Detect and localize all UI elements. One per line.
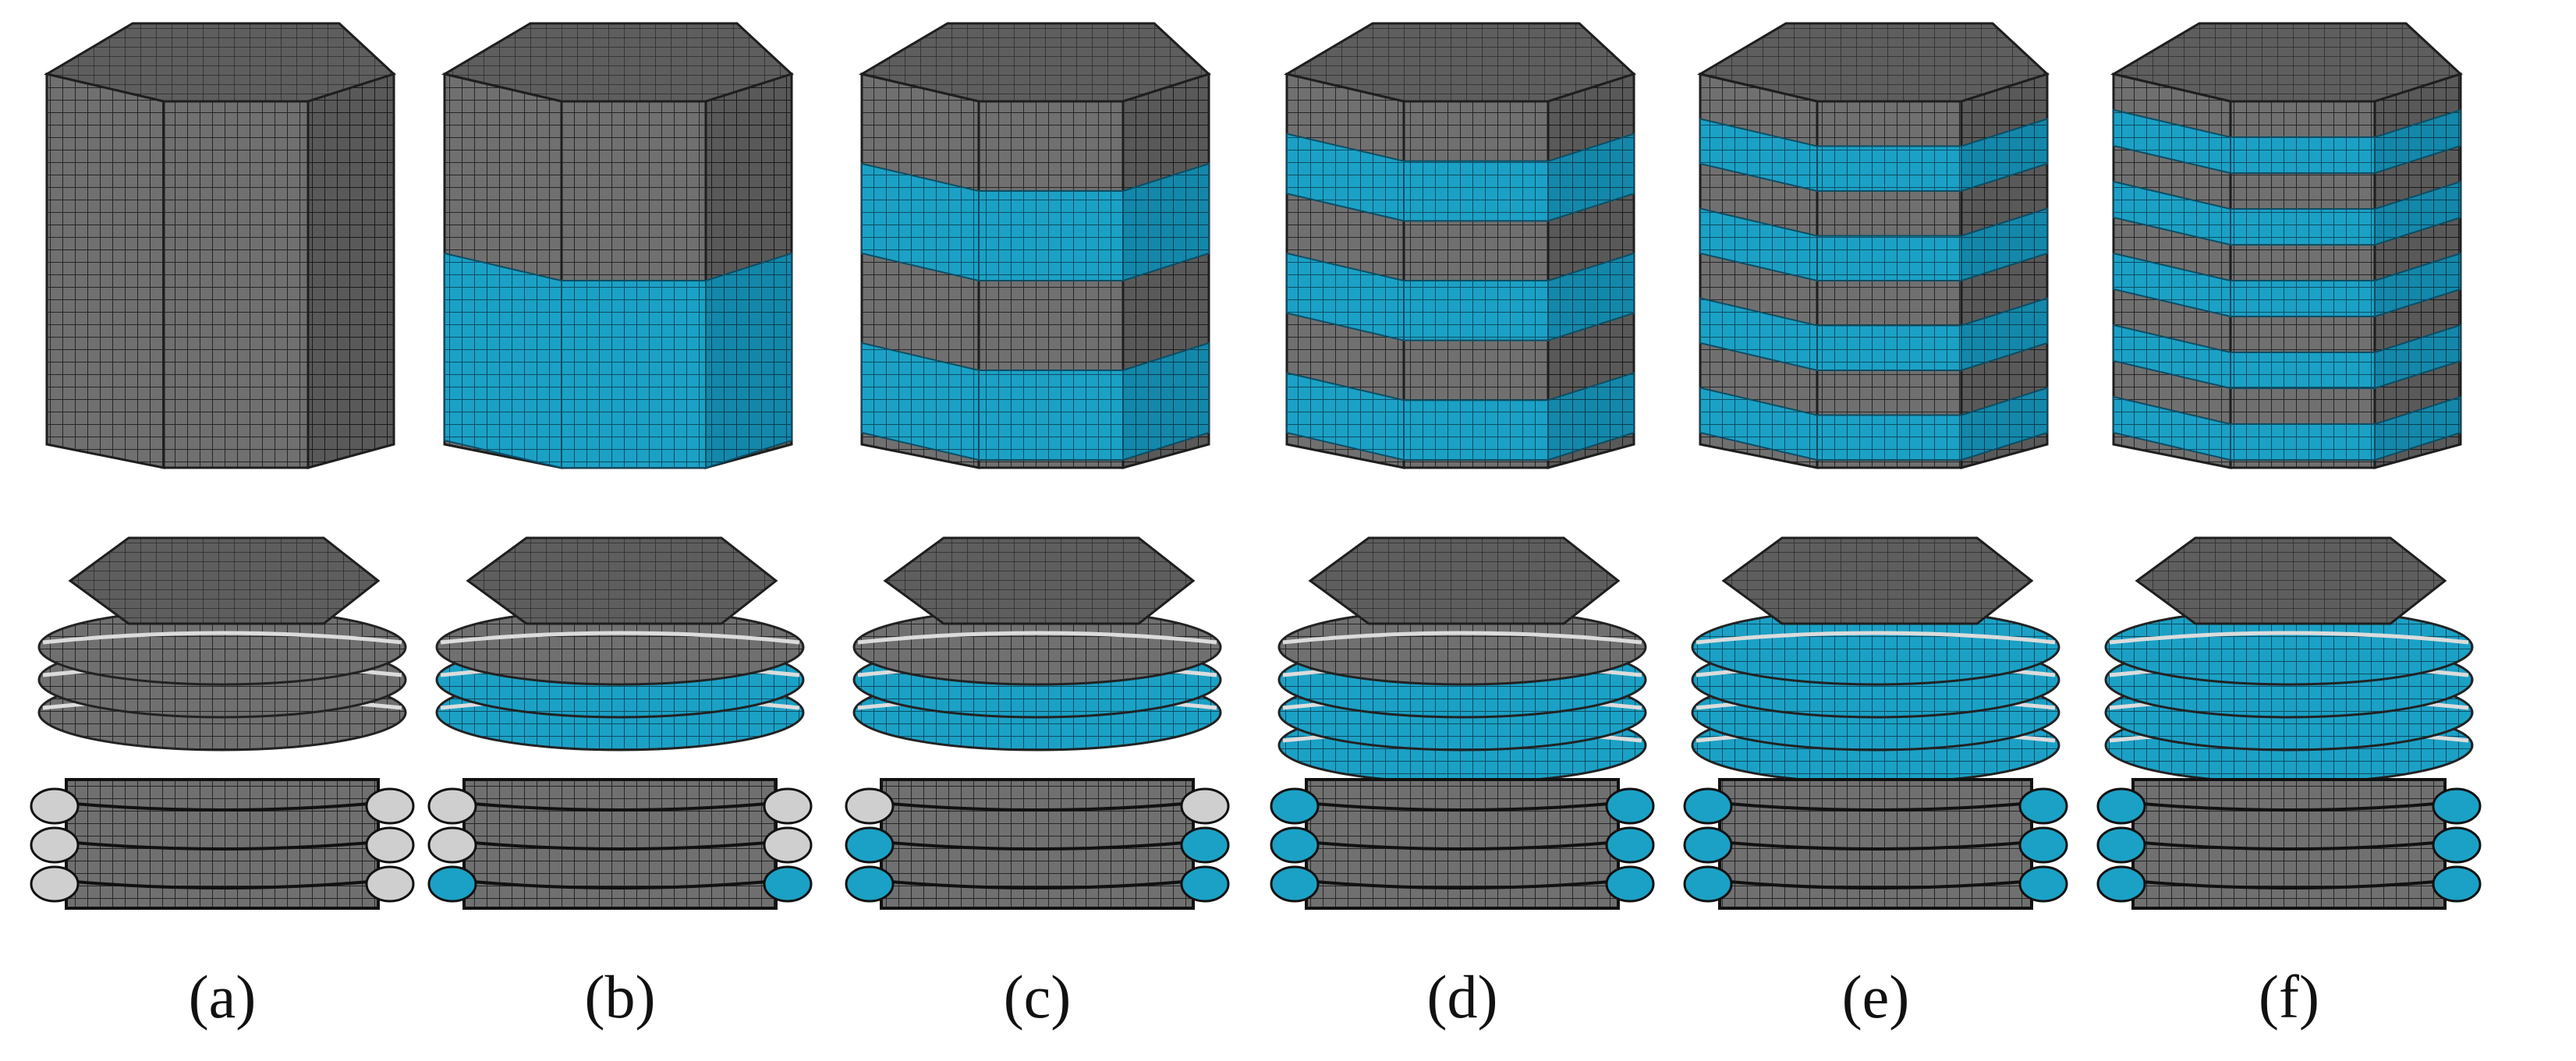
label-b: (b) — [584, 963, 656, 1031]
undeformed-tube-2 — [441, 22, 794, 469]
label-c: (c) — [1003, 963, 1072, 1031]
crushed-tube-5 — [1691, 536, 2060, 784]
label-e: (e) — [1841, 963, 1910, 1031]
undeformed-tube-6 — [2110, 22, 2463, 469]
crushed-section-3 — [845, 778, 1230, 910]
crushed-tube-4 — [1277, 536, 1647, 784]
undeformed-tube-1 — [44, 22, 396, 469]
crushed-section-1 — [30, 778, 415, 910]
crushed-tube-2 — [435, 536, 805, 752]
label-f: (f) — [2259, 963, 2319, 1031]
undeformed-tube-3 — [859, 22, 1211, 469]
undeformed-tube-4 — [1284, 22, 1636, 469]
undeformed-tube-5 — [1697, 22, 2050, 469]
crushed-tube-3 — [852, 536, 1222, 752]
label-a: (a) — [188, 963, 257, 1031]
label-d: (d) — [1426, 963, 1498, 1031]
crushed-tube-6 — [2104, 536, 2474, 784]
crushed-section-4 — [1270, 778, 1655, 910]
crushed-section-2 — [427, 778, 813, 910]
crushed-tube-1 — [37, 536, 407, 752]
crushed-section-6 — [2096, 778, 2482, 910]
crushed-section-5 — [1683, 778, 2068, 910]
